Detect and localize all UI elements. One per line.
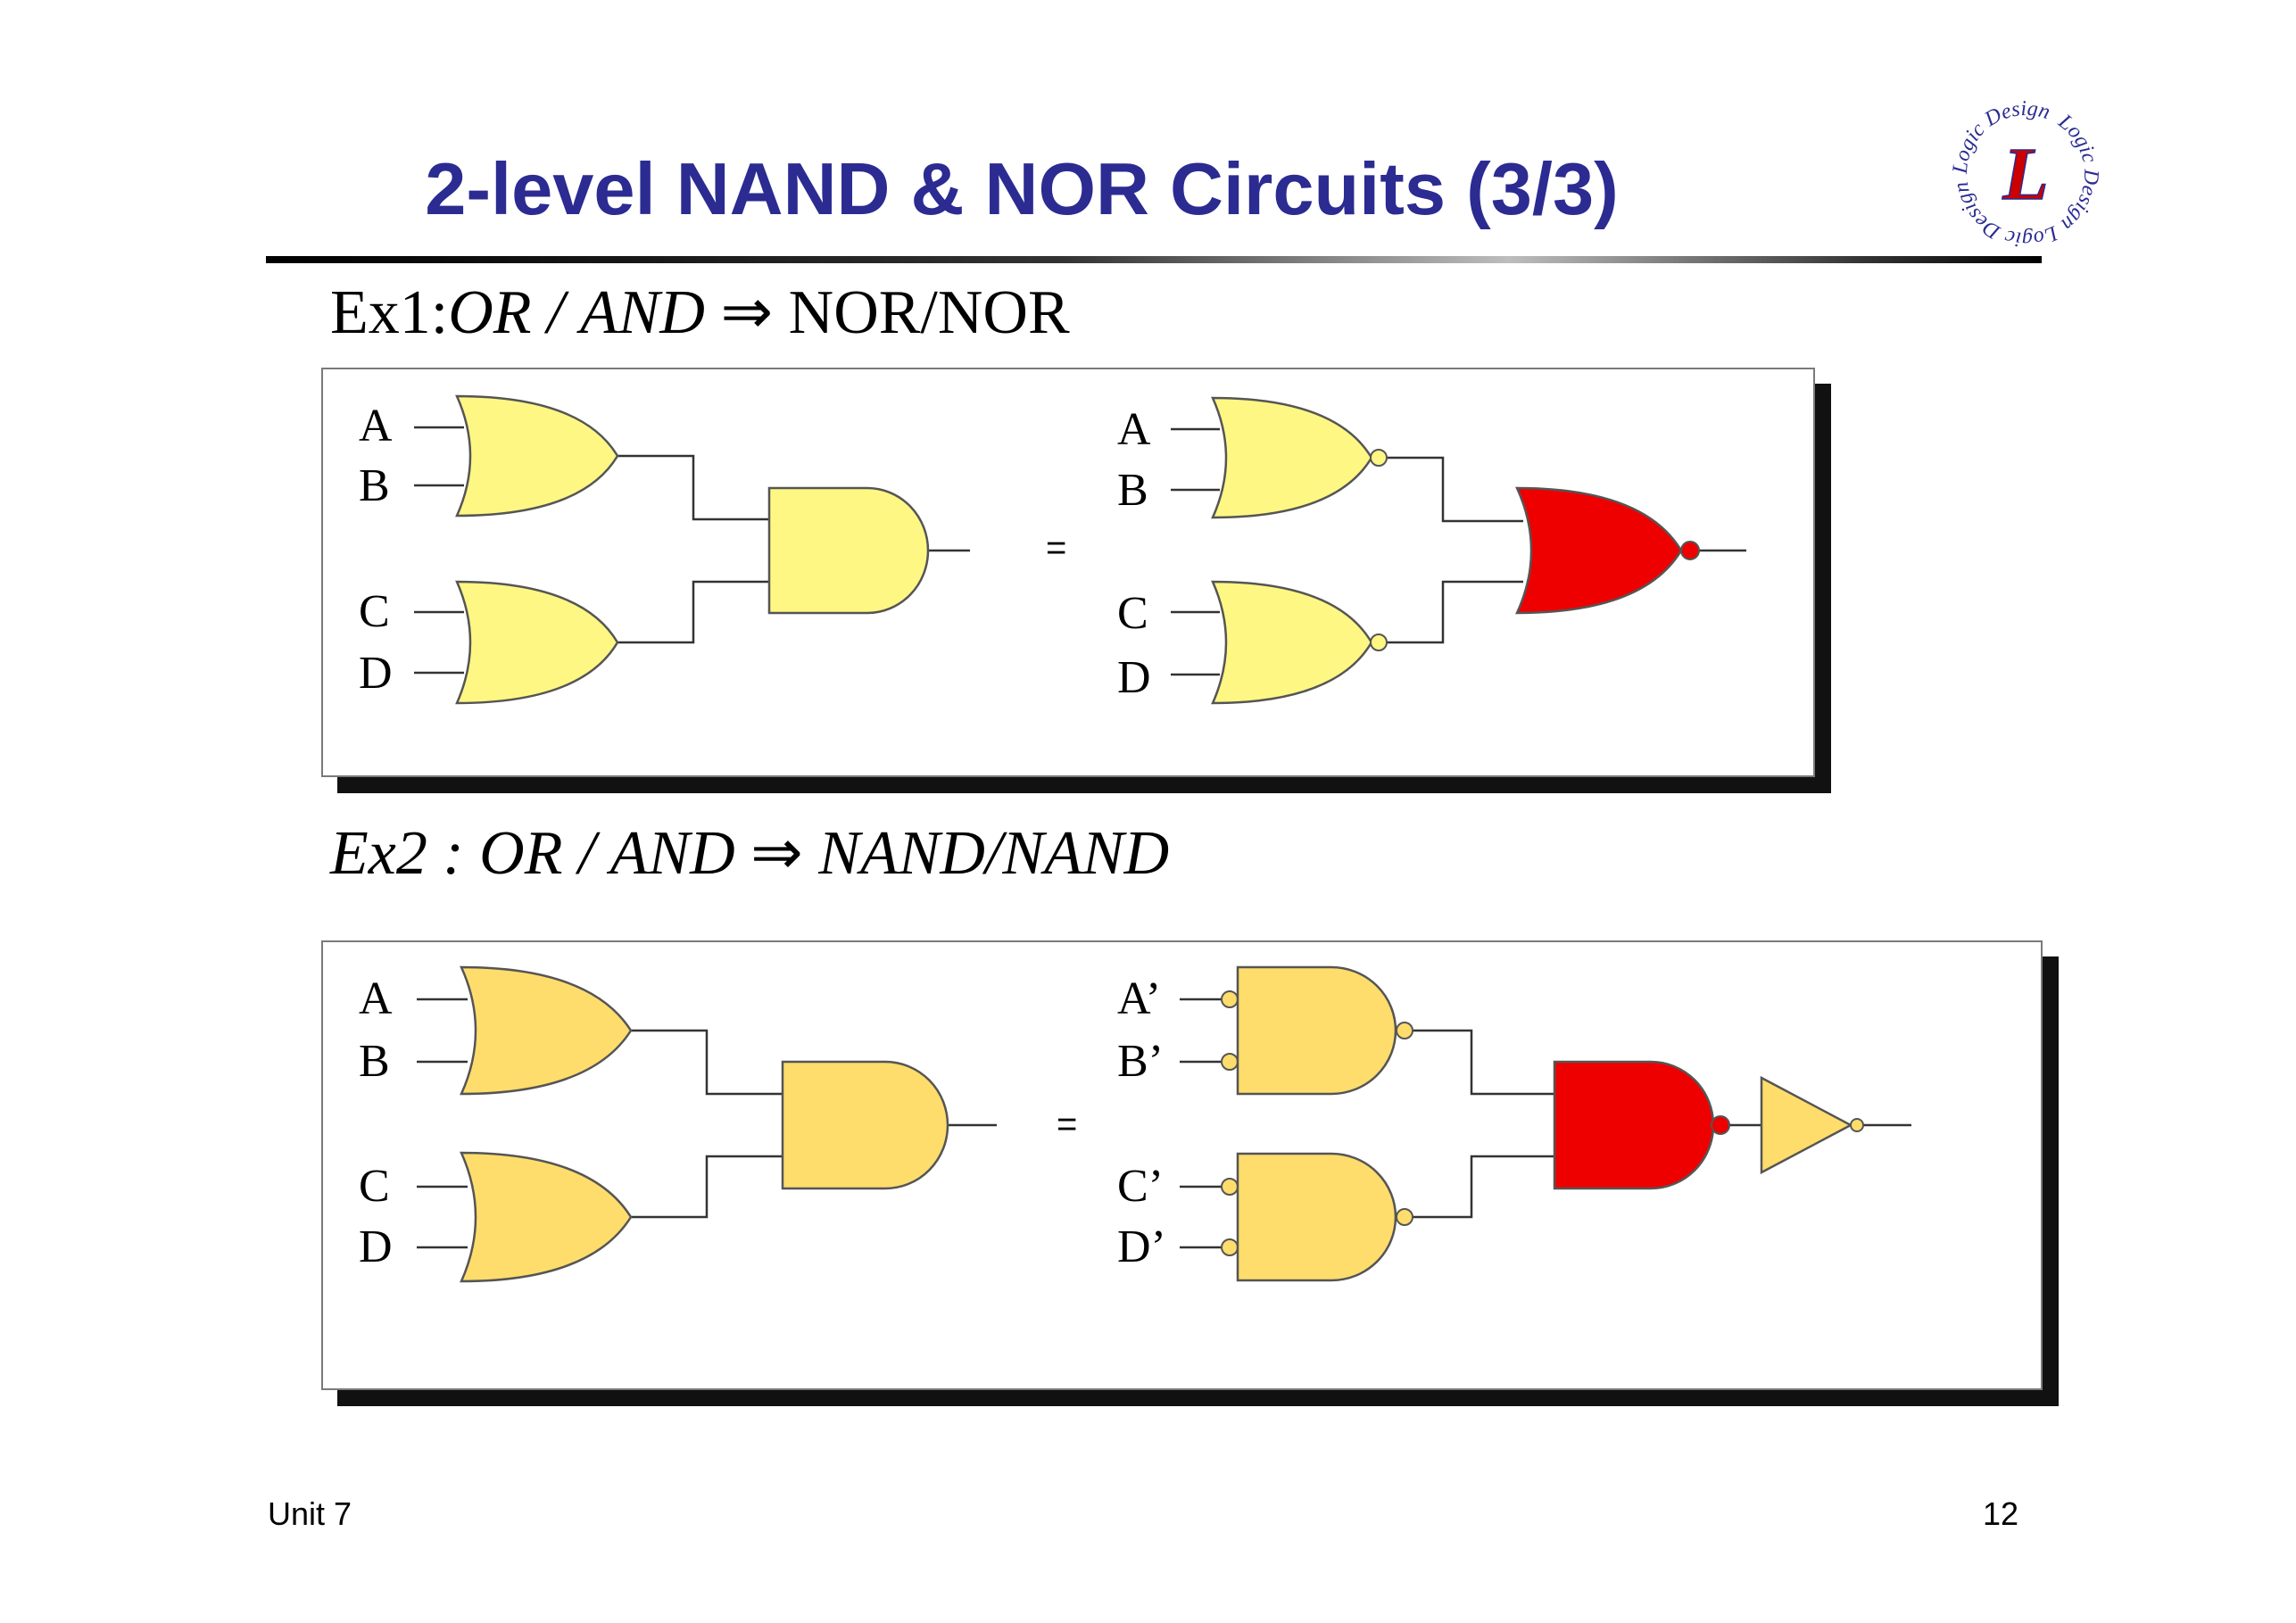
- ex2-heading: Ex2 : OR / AND ⇒ NAND/NAND: [330, 819, 1170, 888]
- ex2-right-label-d: D’: [1117, 1221, 1166, 1272]
- ex1-heading: Ex1:OR / AND ⇒ NOR/NOR: [330, 278, 1070, 347]
- page-number: 12: [1983, 1495, 2019, 1532]
- ex1-right-label-b: B: [1117, 465, 1148, 516]
- ex1-and-gate: [767, 486, 930, 615]
- slide-title: 2-level NAND & NOR Circuits (3/3): [425, 147, 1619, 230]
- ex1-left-label-a: A: [359, 401, 393, 451]
- ex2-circuit-diagram: A B C D = A’ B’ C’ D’: [359, 965, 1911, 1283]
- ex2-left-label-d: D: [359, 1221, 393, 1272]
- ex1-circuit-panel: A B C D = A B C D: [321, 368, 1815, 777]
- ex2-circuit-panel: A B C D = A’ B’ C’ D’: [321, 940, 2043, 1390]
- ex2-nand-gate-bottom: [1236, 1152, 1397, 1282]
- ex1-or-gate-top: [455, 394, 619, 518]
- ex2-right-label-c: C’: [1117, 1161, 1164, 1212]
- ex1-left-label-d: D: [359, 648, 393, 699]
- ex2-left-label-a: A: [359, 973, 393, 1024]
- title-divider: [266, 256, 2042, 263]
- ex2-equals-sign: =: [1057, 1105, 1077, 1144]
- ex2-right-label-b: B’: [1117, 1036, 1164, 1087]
- footer-unit: Unit 7: [268, 1495, 352, 1532]
- ex2-inverter-gate: [1760, 1075, 1853, 1175]
- ex1-nor-gate-top: [1211, 396, 1373, 519]
- ex1-left-label-b: B: [359, 460, 390, 511]
- ex1-left-label-c: C: [359, 586, 390, 637]
- svg-text:Logic Design: Logic Design: [2053, 110, 2102, 236]
- ex1-equals-sign: =: [1046, 528, 1066, 567]
- ex2-nand-gate-top: [1236, 965, 1397, 1096]
- ex2-right-label-a: A’: [1117, 973, 1161, 1024]
- ex2-or-gate-bottom: [460, 1151, 633, 1283]
- ex2-left-label-b: B: [359, 1036, 390, 1087]
- logo-letter: L: [2002, 133, 2048, 216]
- ex1-right-label-d: D: [1117, 652, 1151, 703]
- ex1-circuit-diagram: A B C D = A B C D: [359, 394, 1746, 705]
- ex1-right-label-c: C: [1117, 588, 1148, 639]
- ex1-right-label-a: A: [1117, 404, 1151, 455]
- logic-design-logo: Logic Design Logic Design Logic Design L: [1949, 97, 2103, 251]
- logo-ring-text-2: Logic Design: [2053, 110, 2102, 236]
- ex2-left-label-c: C: [359, 1161, 390, 1212]
- ex1-nor-gate-output: [1515, 486, 1683, 615]
- ex1-nor-gate-bottom: [1211, 580, 1373, 705]
- ex2-nand-gate-output: [1553, 1060, 1715, 1190]
- ex1-or-gate-bottom: [455, 580, 619, 705]
- ex2-or-gate-top: [460, 965, 633, 1096]
- ex2-and-gate: [781, 1060, 949, 1190]
